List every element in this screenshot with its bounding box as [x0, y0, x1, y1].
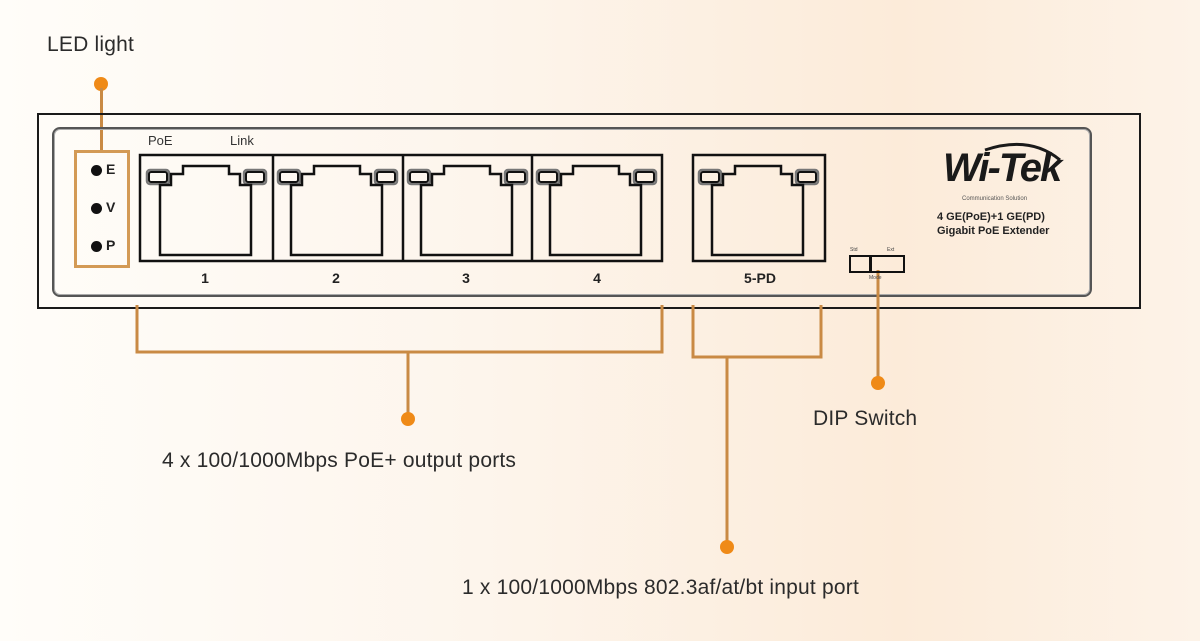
- pd-input-label: 1 x 100/1000Mbps 802.3af/at/bt input por…: [462, 576, 859, 599]
- pd-callout-dot: [720, 540, 734, 554]
- port-label-5-pd: 5-PD: [744, 270, 776, 286]
- led-callout-dot: [94, 77, 108, 91]
- ethernet-port-icon: [276, 164, 399, 257]
- poe-callout-dot: [401, 412, 415, 426]
- status-led-e: E: [91, 161, 115, 177]
- dip-switch-divider: [869, 257, 872, 271]
- status-led-v: V: [91, 199, 115, 215]
- led-indicator-group: E V P: [74, 150, 130, 268]
- led-dot-icon: [91, 240, 102, 252]
- dip-left-label: Std: [850, 247, 858, 253]
- dip-bottom-label: Mode: [869, 275, 882, 281]
- device-outer-frame: [37, 113, 1141, 309]
- logo-swoosh: [984, 142, 1061, 162]
- led-dot-icon: [91, 164, 102, 176]
- model-line-2: Gigabit PoE Extender: [937, 225, 1050, 237]
- led-label: E: [106, 161, 116, 177]
- device-front-panel: [52, 127, 1092, 297]
- logo-tagline: Communication Solution: [962, 196, 1028, 202]
- poe-ports-bracket: [135, 305, 664, 354]
- dip-switch-label: DIP Switch: [813, 407, 918, 430]
- ethernet-port-icon: [145, 164, 268, 257]
- status-led-p: P: [91, 237, 115, 253]
- poe-output-label: 4 x 100/1000Mbps PoE+ output ports: [162, 449, 517, 472]
- wi-tek-logo: Wi-Tek: [943, 146, 1062, 190]
- port-label-4: 4: [593, 270, 601, 286]
- link-led-label: Link: [230, 133, 254, 148]
- pd-port-frame: [691, 153, 827, 263]
- led-light-label: LED light: [47, 33, 135, 56]
- ethernet-port-icon: [406, 164, 529, 257]
- port-label-2: 2: [332, 270, 340, 286]
- poe-led-label: PoE: [148, 133, 173, 148]
- model-description: 4 GE(PoE)+1 GE(PD) Gigabit PoE Extender: [937, 210, 1049, 238]
- dip-switch[interactable]: [849, 255, 905, 273]
- ethernet-port-icon: [535, 164, 658, 257]
- dip-callout-dot: [871, 376, 885, 390]
- port-label-1: 1: [201, 270, 209, 286]
- model-line-1: 4 GE(PoE)+1 GE(PD): [937, 211, 1045, 223]
- pd-port-bracket: [691, 305, 823, 359]
- led-dot-icon: [91, 202, 102, 214]
- dip-right-label: Ext: [887, 247, 895, 253]
- port-label-3: 3: [462, 270, 470, 286]
- poe-port-group-frame: [138, 153, 664, 263]
- ethernet-port-icon: [697, 164, 820, 257]
- led-label: V: [106, 199, 116, 215]
- led-callout-line: [100, 88, 103, 152]
- led-label: P: [106, 237, 116, 253]
